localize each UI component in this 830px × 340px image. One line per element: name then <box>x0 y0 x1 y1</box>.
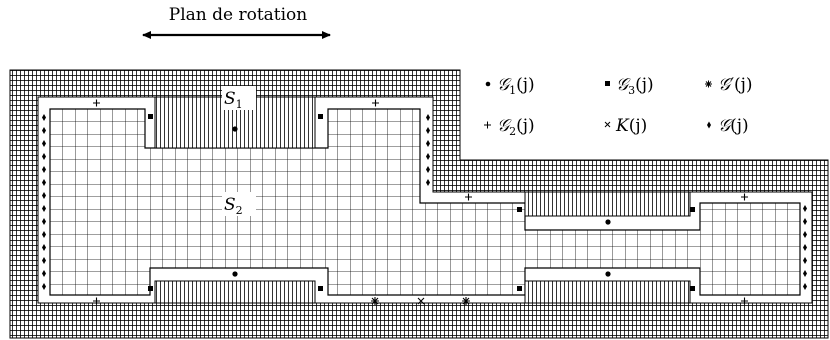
legend-item-gprime: 𝒢′(j) <box>705 75 753 95</box>
svg-text:𝒢3(j): 𝒢3(j) <box>616 75 654 97</box>
legend: 𝒢1(j) 𝒢3(j) 𝒢′(j) 𝒢2(j) K(j) 𝒢(j) <box>484 75 753 138</box>
g1-dot-marker <box>605 271 611 277</box>
legend-item-g1: 𝒢1(j) <box>485 75 535 97</box>
legend-item-g: 𝒢(j) <box>707 116 749 136</box>
legend-item-g3: 𝒢3(j) <box>605 75 654 97</box>
grid-domain <box>49 108 801 296</box>
svg-text:𝒢2(j): 𝒢2(j) <box>497 116 535 138</box>
g2-plus-marker <box>93 99 100 107</box>
g-diamond-column-right <box>803 205 807 290</box>
k-cross-marker <box>417 297 425 305</box>
svg-text:𝒢(j): 𝒢(j) <box>718 116 749 136</box>
legend-cross-icon <box>604 121 611 128</box>
g-diamond-column-left <box>42 114 46 290</box>
g-prime-star-marker <box>371 297 379 305</box>
g3-square-marker <box>517 286 522 291</box>
g3-square-marker <box>148 114 153 119</box>
middle-hatched-block <box>524 191 691 217</box>
k-cross-marker-group <box>417 297 425 305</box>
legend-item-g2: 𝒢2(j) <box>484 116 535 138</box>
g1-dot-marker <box>232 126 238 132</box>
legend-star-icon <box>705 80 712 88</box>
g1-dot-marker <box>232 271 238 277</box>
legend-item-k: K(j) <box>604 116 647 136</box>
s2-label-bg <box>222 192 256 216</box>
region-label-s1: S1 <box>224 89 243 111</box>
g3-square-marker <box>148 286 153 291</box>
legend-diamond-icon <box>707 121 711 129</box>
g2-plus-markers <box>93 99 748 305</box>
legend-dot-icon <box>485 81 491 87</box>
bottom-left-hatched-block <box>154 280 316 304</box>
g2-plus-marker <box>372 99 379 107</box>
g3-square-marker <box>517 207 522 212</box>
g3-square-marker <box>318 286 323 291</box>
g3-square-markers <box>148 114 695 291</box>
g1-dot-marker <box>605 219 611 225</box>
g-prime-star-markers <box>371 297 470 305</box>
svg-text:𝒢′(j): 𝒢′(j) <box>718 75 753 95</box>
svg-text:K(j): K(j) <box>615 116 647 136</box>
diagram-title: Plan de rotation <box>169 5 308 25</box>
legend-square-icon <box>605 81 610 86</box>
legend-plus-icon <box>484 121 491 129</box>
g2-plus-marker <box>465 193 472 201</box>
bottom-right-hatched-block <box>524 280 691 304</box>
s1-label-bg <box>222 86 256 110</box>
g3-square-marker <box>690 286 695 291</box>
g-prime-star-marker <box>462 297 470 305</box>
g2-plus-marker <box>741 297 748 305</box>
region-label-s2: S2 <box>224 195 243 217</box>
svg-text:𝒢1(j): 𝒢1(j) <box>497 75 535 97</box>
g3-square-marker <box>690 207 695 212</box>
g-diamond-column-middle <box>426 114 430 186</box>
g2-plus-marker <box>741 193 748 201</box>
g2-plus-marker <box>93 297 100 305</box>
g3-square-marker <box>318 114 323 119</box>
g1-dot-markers <box>232 126 611 277</box>
